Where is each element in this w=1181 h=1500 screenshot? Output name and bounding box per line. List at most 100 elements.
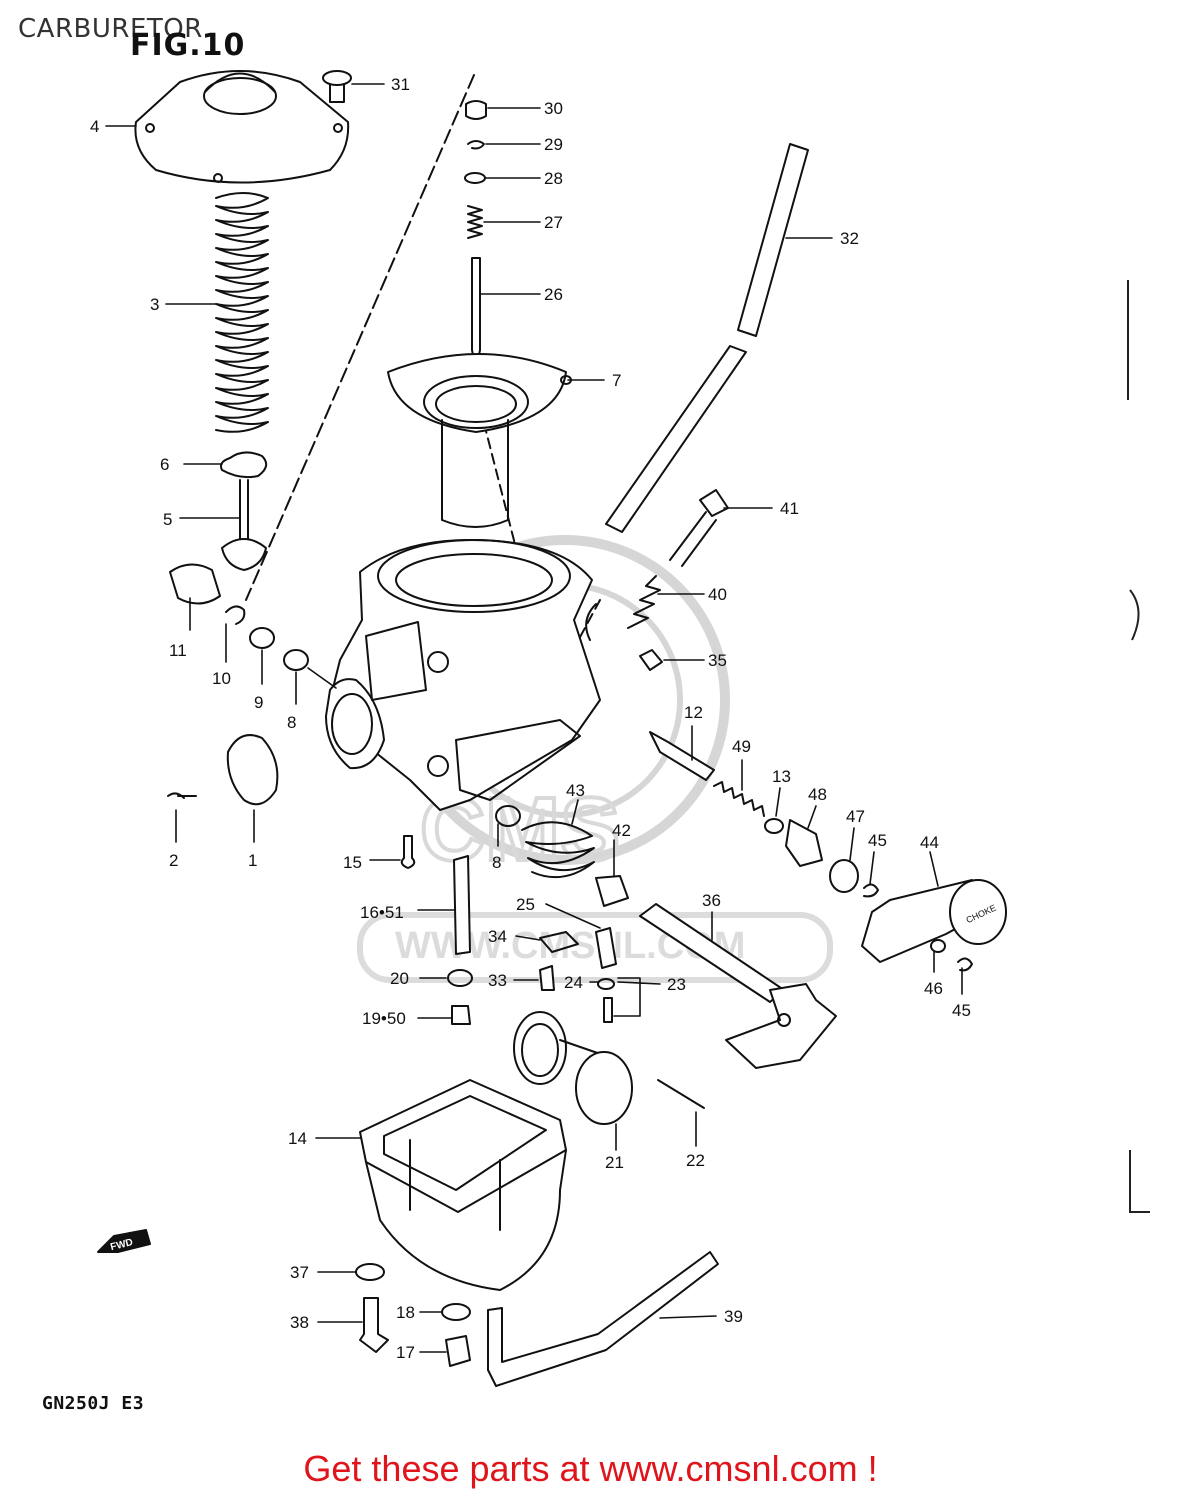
callout-20[interactable]: 20 — [390, 969, 409, 988]
part-clip-34[interactable] — [539, 931, 579, 953]
part-plate-1[interactable] — [226, 734, 279, 806]
part-bushing-42[interactable] — [595, 875, 629, 907]
part-sleeve-11[interactable] — [169, 563, 221, 605]
part-plug-17[interactable] — [445, 1335, 471, 1367]
callout-2[interactable]: 2 — [169, 851, 178, 870]
callout-31[interactable]: 31 — [391, 75, 410, 94]
callout-16-51[interactable]: 16•51 — [360, 903, 404, 922]
callout-15[interactable]: 15 — [343, 853, 362, 872]
callout-36[interactable]: 36 — [702, 891, 721, 910]
part-needle-holder-5[interactable] — [221, 479, 267, 571]
callout-8b[interactable]: 8 — [492, 853, 501, 872]
callout-1[interactable]: 1 — [248, 851, 257, 870]
part-bushing-47[interactable] — [829, 859, 859, 893]
part-spring-43[interactable] — [521, 821, 595, 879]
part-screw-38[interactable] — [359, 1297, 389, 1353]
part-spring-49[interactable] — [713, 781, 765, 817]
callout-48[interactable]: 48 — [808, 785, 827, 804]
callout-40[interactable]: 40 — [708, 585, 727, 604]
part-carburetor-body[interactable] — [325, 539, 601, 811]
footer-cta[interactable]: Get these parts at www.cmsnl.com ! — [0, 1448, 1181, 1490]
callout-8a[interactable]: 8 — [287, 713, 296, 732]
callout-24[interactable]: 24 — [564, 973, 583, 992]
part-washer-9[interactable] — [249, 627, 275, 649]
callout-27[interactable]: 27 — [544, 213, 563, 232]
callout-33[interactable]: 33 — [488, 971, 507, 990]
part-clip-45b[interactable] — [957, 957, 973, 972]
callout-10[interactable]: 10 — [212, 669, 231, 688]
callout-11[interactable]: 11 — [169, 641, 187, 660]
part-washer-8a[interactable] — [283, 649, 309, 671]
callout-21[interactable]: 21 — [605, 1153, 624, 1172]
part-washer-37[interactable] — [355, 1263, 385, 1281]
callout-39[interactable]: 39 — [724, 1307, 743, 1326]
callout-38[interactable]: 38 — [290, 1313, 309, 1332]
callout-25[interactable]: 25 — [516, 895, 535, 914]
part-shaft-36[interactable] — [639, 903, 837, 1069]
callout-7[interactable]: 7 — [612, 371, 621, 390]
part-needle-23[interactable] — [603, 997, 613, 1023]
callout-22[interactable]: 22 — [686, 1151, 705, 1170]
part-washer-18[interactable] — [441, 1303, 471, 1321]
part-washer-28[interactable] — [464, 172, 486, 184]
part-hose-32b[interactable] — [605, 345, 747, 533]
part-diaphragm-7[interactable] — [387, 353, 572, 528]
callout-44[interactable]: 44 — [920, 833, 939, 852]
part-washer-46[interactable] — [930, 939, 946, 953]
part-clip-45a[interactable] — [863, 883, 879, 898]
callout-45b[interactable]: 45 — [952, 1001, 971, 1020]
callout-41[interactable]: 41 — [780, 499, 799, 518]
callout-49[interactable]: 49 — [732, 737, 751, 756]
part-gasket-14[interactable] — [359, 1079, 567, 1213]
callout-34[interactable]: 34 — [488, 927, 507, 946]
part-screw-2[interactable] — [167, 792, 197, 799]
part-valve-25[interactable] — [595, 927, 617, 969]
callout-28[interactable]: 28 — [544, 169, 563, 188]
callout-17[interactable]: 17 — [396, 1343, 415, 1362]
part-float-21[interactable] — [513, 1011, 633, 1125]
callout-46[interactable]: 46 — [924, 979, 943, 998]
callout-45a[interactable]: 45 — [868, 831, 887, 850]
callout-26[interactable]: 26 — [544, 285, 563, 304]
part-rod-12[interactable] — [649, 731, 715, 781]
callout-37[interactable]: 37 — [290, 1263, 309, 1282]
part-spring-27[interactable] — [467, 205, 483, 239]
part-tube-16[interactable] — [453, 855, 471, 955]
part-spring-3[interactable] — [215, 192, 269, 433]
part-clip-29[interactable] — [467, 140, 485, 150]
part-top-cap[interactable] — [134, 70, 350, 184]
callout-3[interactable]: 3 — [150, 295, 159, 314]
callout-6[interactable]: 6 — [160, 455, 169, 474]
callout-29[interactable]: 29 — [544, 135, 563, 154]
callout-32[interactable]: 32 — [840, 229, 859, 248]
part-jet-19[interactable] — [451, 1005, 471, 1025]
part-screw-33[interactable] — [539, 965, 555, 991]
part-screw-15[interactable] — [400, 835, 416, 869]
part-cap-30[interactable] — [465, 100, 487, 120]
part-oring-24[interactable] — [597, 978, 615, 990]
callout-35[interactable]: 35 — [708, 651, 727, 670]
callout-14[interactable]: 14 — [288, 1129, 307, 1148]
callout-30[interactable]: 30 — [544, 99, 563, 118]
part-pin-22[interactable] — [657, 1079, 705, 1109]
callout-19-50[interactable]: 19•50 — [362, 1009, 406, 1028]
part-washer-20[interactable] — [447, 969, 473, 987]
part-washer-8b[interactable] — [495, 805, 521, 827]
part-screw-31[interactable] — [322, 70, 352, 103]
part-float-bowl[interactable] — [365, 1139, 567, 1291]
callout-5[interactable]: 5 — [163, 510, 172, 529]
part-hose-32[interactable] — [737, 143, 809, 337]
part-jet-35[interactable] — [639, 649, 663, 671]
part-ring-10[interactable] — [225, 605, 246, 625]
callout-42[interactable]: 42 — [612, 821, 631, 840]
callout-13[interactable]: 13 — [772, 767, 791, 786]
callout-23[interactable]: 23 — [667, 975, 686, 994]
part-plug-48[interactable] — [785, 819, 823, 867]
footer-link[interactable]: Get these parts at www.cmsnl.com ! — [303, 1448, 878, 1489]
part-spring-40[interactable] — [627, 575, 661, 629]
callout-18[interactable]: 18 — [396, 1303, 415, 1322]
callout-47[interactable]: 47 — [846, 807, 865, 826]
callout-4[interactable]: 4 — [90, 117, 99, 136]
part-oring-13[interactable] — [764, 818, 784, 834]
part-screw-41[interactable] — [669, 489, 729, 567]
